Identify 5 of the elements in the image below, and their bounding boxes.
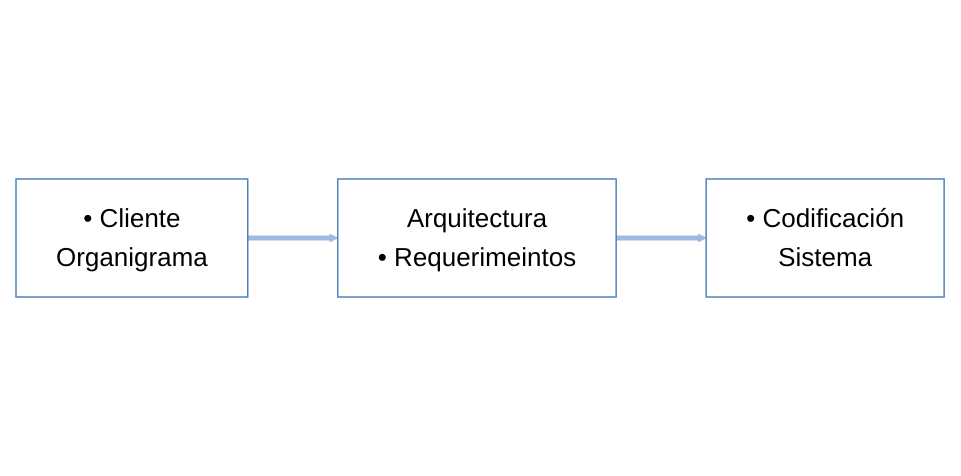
arrow: [248, 234, 339, 242]
node-box: • Cliente Organigrama: [16, 178, 249, 298]
arrow: [616, 234, 707, 242]
node-box: Arquitectura • Requerimeintos: [337, 178, 618, 298]
node-box: • Codificación Sistema: [706, 178, 946, 298]
